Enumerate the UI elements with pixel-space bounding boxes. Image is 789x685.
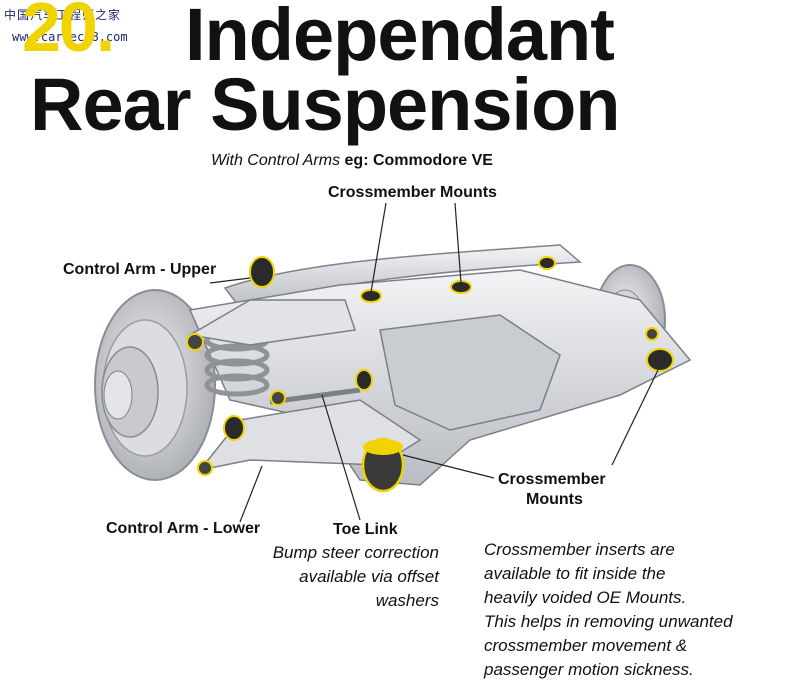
title-line-2: Rear Suspension bbox=[30, 63, 621, 146]
inserts-note-line: Crossmember inserts are bbox=[484, 540, 675, 559]
label-control-arm-upper: Control Arm - Upper bbox=[63, 261, 217, 278]
upper-control-arm bbox=[187, 299, 356, 346]
left-wheel-hub bbox=[94, 289, 216, 481]
inserts-note-line: crossmember movement & bbox=[484, 636, 688, 655]
watermark-chinese: 中国汽车工程师之家 bbox=[4, 8, 122, 22]
watermark-url: www.cartech8.com bbox=[12, 30, 128, 44]
label-crossmember-mounts-right-1: Crossmember bbox=[498, 471, 606, 488]
crossmember-inserts-note: Crossmember inserts are available to fit… bbox=[484, 538, 733, 682]
inserts-note-line: passenger motion sickness. bbox=[484, 660, 694, 679]
bump-note-line: Bump steer correction bbox=[272, 543, 439, 562]
leader-lines bbox=[209, 202, 659, 523]
differential bbox=[379, 314, 561, 431]
bump-note-line: available via offset bbox=[299, 567, 439, 586]
inserts-note-line: This helps in removing unwanted bbox=[484, 612, 733, 631]
label-crossmember-mounts-top: Crossmember Mounts bbox=[328, 184, 497, 201]
bump-steer-note: Bump steer correction available via offs… bbox=[273, 541, 439, 613]
label-toe-link: Toe Link bbox=[333, 521, 398, 538]
label-crossmember-mounts-right-2: Mounts bbox=[526, 491, 583, 508]
subtitle: With Control Arms eg: Commodore VE bbox=[211, 152, 493, 170]
title-line-1: Independant bbox=[185, 0, 615, 76]
subtitle-prefix: With Control Arms bbox=[211, 152, 341, 169]
label-control-arm-lower: Control Arm - Lower bbox=[106, 520, 261, 537]
inserts-note-line: heavily voided OE Mounts. bbox=[484, 588, 687, 607]
subtitle-example: eg: Commodore VE bbox=[344, 152, 493, 169]
section-number: 20. bbox=[22, 0, 115, 66]
bump-note-line: washers bbox=[375, 591, 439, 610]
inserts-note-line: available to fit inside the bbox=[484, 564, 666, 583]
